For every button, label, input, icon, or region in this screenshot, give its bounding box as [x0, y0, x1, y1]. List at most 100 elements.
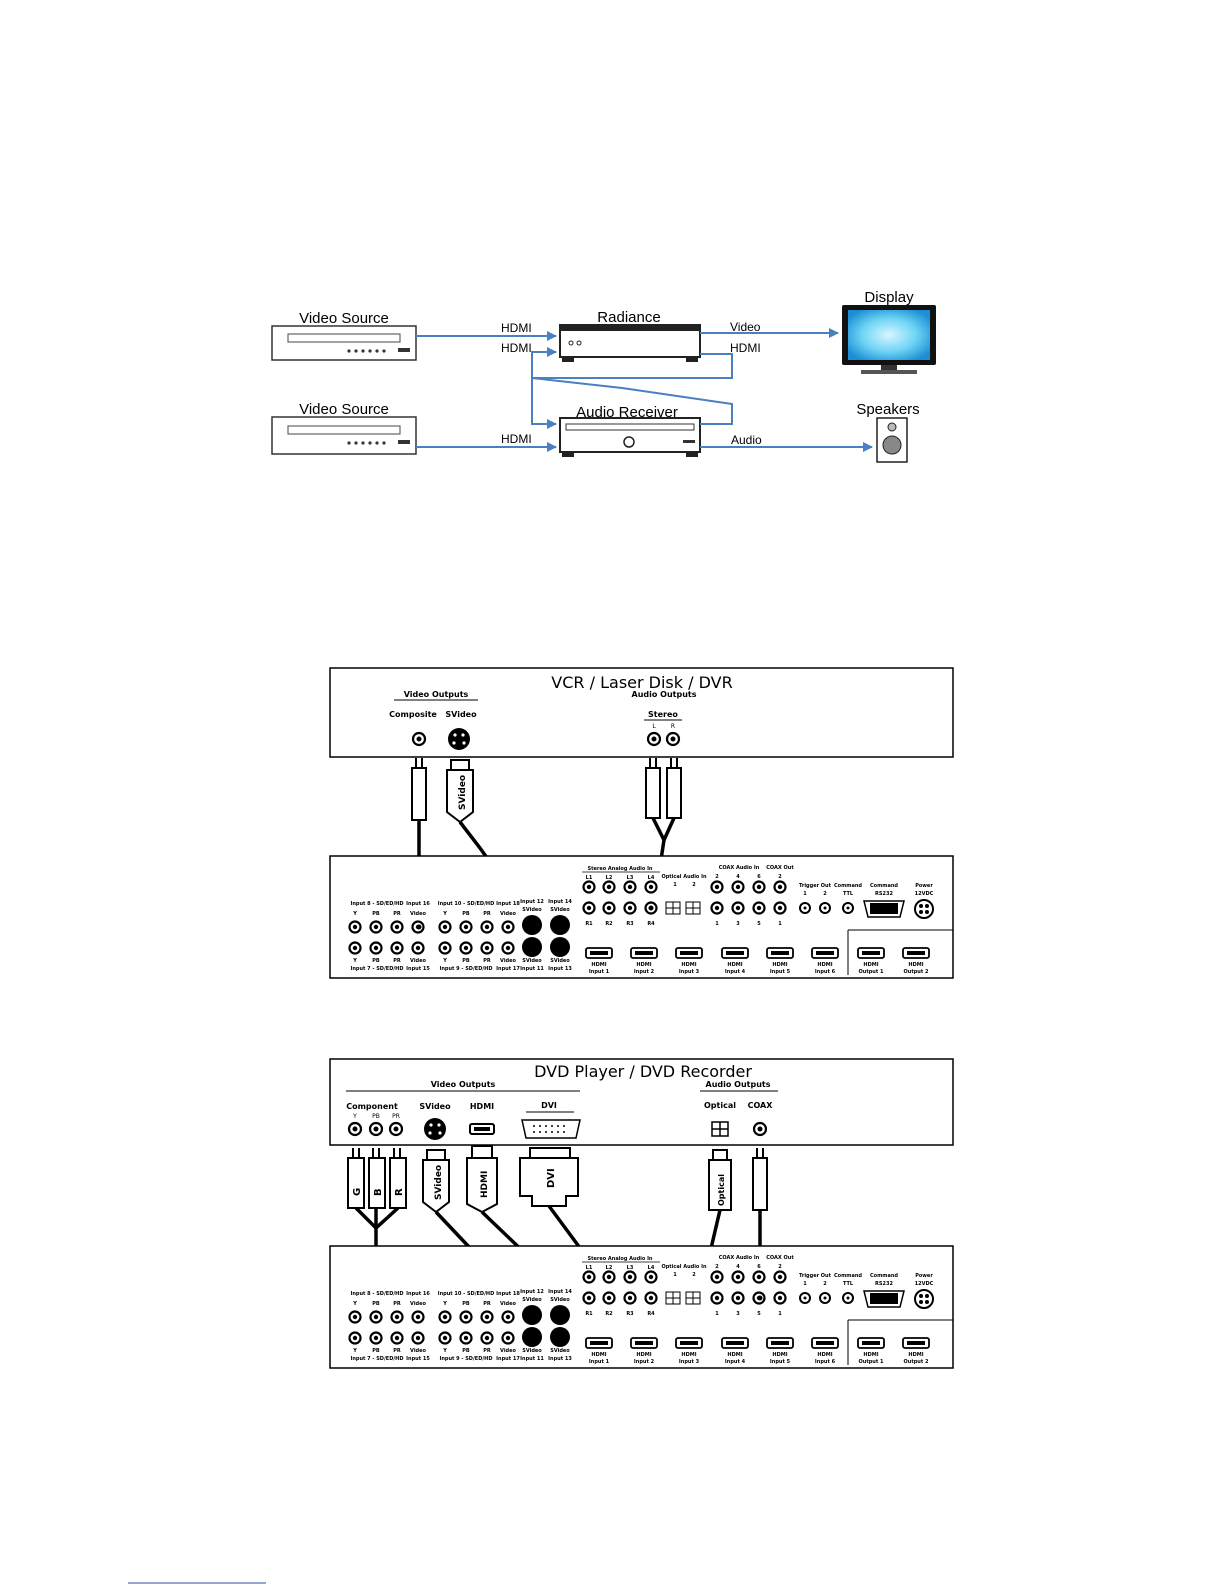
radiance-label: Radiance [597, 309, 660, 326]
p1-stereo-analog: Stereo Analog Audio In [587, 866, 652, 872]
p2-trig-2: 2 [823, 1281, 827, 1287]
p1-svideo12: SVideo [522, 907, 542, 913]
p2-command2: Command [870, 1273, 898, 1279]
p2-svideo12: SVideo [522, 1297, 542, 1303]
plug-b-label: B [373, 1188, 384, 1196]
p1-hin1: Input 1 [589, 969, 610, 975]
p1-audio-jacks-top [582, 880, 658, 915]
p1-hdmi-row [585, 929, 953, 975]
dvd-component-label: Component [346, 1102, 398, 1111]
p2-opt-1: 1 [673, 1272, 677, 1278]
p1-pr10: PR [483, 911, 491, 917]
p1-opt-2: 2 [692, 882, 696, 888]
audio-l-plug [645, 767, 661, 819]
p1-hdmi-o2: HDMI [908, 962, 923, 968]
p1-coax-out: COAX Out [766, 865, 794, 871]
p1-coax-1: 1 [715, 921, 719, 927]
p2-hdmi1: HDMI [591, 1352, 606, 1358]
p1-video15: Video [410, 958, 426, 964]
p1-rs232: RS232 [875, 891, 893, 897]
p2-pr-top: PR [393, 1301, 401, 1307]
p2-input14: Input 14 [548, 1289, 572, 1295]
p2-rs232: RS232 [875, 1281, 893, 1287]
p2-L4: L4 [648, 1265, 655, 1271]
p1-coaxout-1: 1 [778, 921, 782, 927]
p1-opt-1: 1 [673, 882, 677, 888]
p1-hin2: Input 2 [634, 969, 655, 975]
vcr-stereo-label: Stereo [648, 710, 678, 719]
radiance-unit: Radiance [559, 309, 701, 362]
p1-hdmi5: HDMI [772, 962, 787, 968]
video-source-2: Video Source [271, 401, 417, 455]
p2-input7: Input 7 - SD/ED/HD [350, 1356, 403, 1362]
dvd-audio-outputs: Audio Outputs [706, 1080, 771, 1089]
p1-hdmi3: HDMI [681, 962, 696, 968]
dvd-dvi-label: DVI [541, 1101, 557, 1110]
vcr-video-outputs: Video Outputs [404, 690, 469, 699]
p2-video18: Video [500, 1301, 516, 1307]
p1-svideo13: SVideo [550, 958, 570, 964]
dvd-optical-plug-label: Optical [717, 1174, 726, 1206]
display-monitor: Display [842, 289, 936, 374]
p2-trigger-out: Trigger Out [799, 1273, 832, 1279]
p1-command: Command [834, 883, 862, 889]
p1-video16: Video [410, 911, 426, 917]
p2-hdmi-o2: HDMI [908, 1352, 923, 1358]
p2-pr10: PR [483, 1301, 491, 1307]
p2-coax-1: 1 [715, 1311, 719, 1317]
p1-input17: Input 17 [496, 966, 520, 972]
p1-input13: Input 13 [548, 966, 572, 972]
hdmi-label-c: HDMI [730, 341, 761, 355]
p2-coax-5: 5 [757, 1311, 761, 1317]
p1-svideo14: SVideo [550, 907, 570, 913]
p1-R1: R1 [585, 921, 593, 927]
p2-opt-2: 2 [692, 1272, 696, 1278]
p1-ttl: TTL [843, 891, 854, 897]
p1-R4: R4 [647, 921, 655, 927]
p2-y-top: Y [352, 1301, 357, 1307]
p1-hdmi2: HDMI [636, 962, 651, 968]
p1-input7: Input 7 - SD/ED/HD [350, 966, 403, 972]
video-source-1: Video Source [271, 310, 417, 361]
p1-hdmi4: HDMI [727, 962, 742, 968]
p1-L4: L4 [648, 875, 655, 881]
p2-R3: R3 [626, 1311, 634, 1317]
p2-coax-6: 6 [757, 1264, 761, 1270]
p2-input12: Input 12 [520, 1289, 544, 1295]
p1-input10: Input 10 - SD/ED/HD [438, 901, 495, 907]
dvd-panel: DVD Player / DVD Recorder Video Outputs … [329, 1058, 954, 1146]
p1-coax-3: 3 [736, 921, 740, 927]
p2-pb-top: PB [372, 1301, 380, 1307]
p1-12vdc: 12VDC [915, 891, 934, 897]
p2-input8: Input 8 - SD/ED/HD [350, 1291, 403, 1297]
p1-R3: R3 [626, 921, 634, 927]
p2-hin3: Input 3 [679, 1359, 700, 1365]
p2-input17: Input 17 [496, 1356, 520, 1362]
p1-hin5: Input 5 [770, 969, 791, 975]
p1-hin3: Input 3 [679, 969, 700, 975]
dvd-title: DVD Player / DVD Recorder [534, 1062, 752, 1081]
cable-endpoint-composite [416, 924, 422, 930]
p2-ttl: TTL [843, 1281, 854, 1287]
p1-input11: Input 11 [520, 966, 544, 972]
p1-trig-1: 1 [803, 891, 807, 897]
p1-pb9: PB [462, 958, 470, 964]
signal-flow-diagram: Video Source Video Source Radiance [271, 289, 936, 463]
dvd-video-outputs: Video Outputs [431, 1080, 496, 1089]
p2-input18: Input 18 [496, 1291, 520, 1297]
vcr-r-label: R [671, 723, 675, 730]
p1-hdmi6: HDMI [817, 962, 832, 968]
p1-hdmi-o1: HDMI [863, 962, 878, 968]
p1-input16: Input 16 [406, 901, 430, 907]
dvd-svideo-jack [424, 1118, 446, 1140]
plug-r-label: R [394, 1188, 405, 1196]
p2-L1: L1 [586, 1265, 593, 1271]
hdmi-radiance-to-receiver [531, 353, 733, 429]
p2-video16: Video [410, 1301, 426, 1307]
p1-hin4: Input 4 [725, 969, 746, 975]
dvd-svideo-label: SVideo [419, 1102, 451, 1111]
p1-video17: Video [500, 958, 516, 964]
p1-hout2: Output 2 [904, 969, 929, 975]
p2-R4: R4 [647, 1311, 655, 1317]
p2-L2: L2 [606, 1265, 613, 1271]
